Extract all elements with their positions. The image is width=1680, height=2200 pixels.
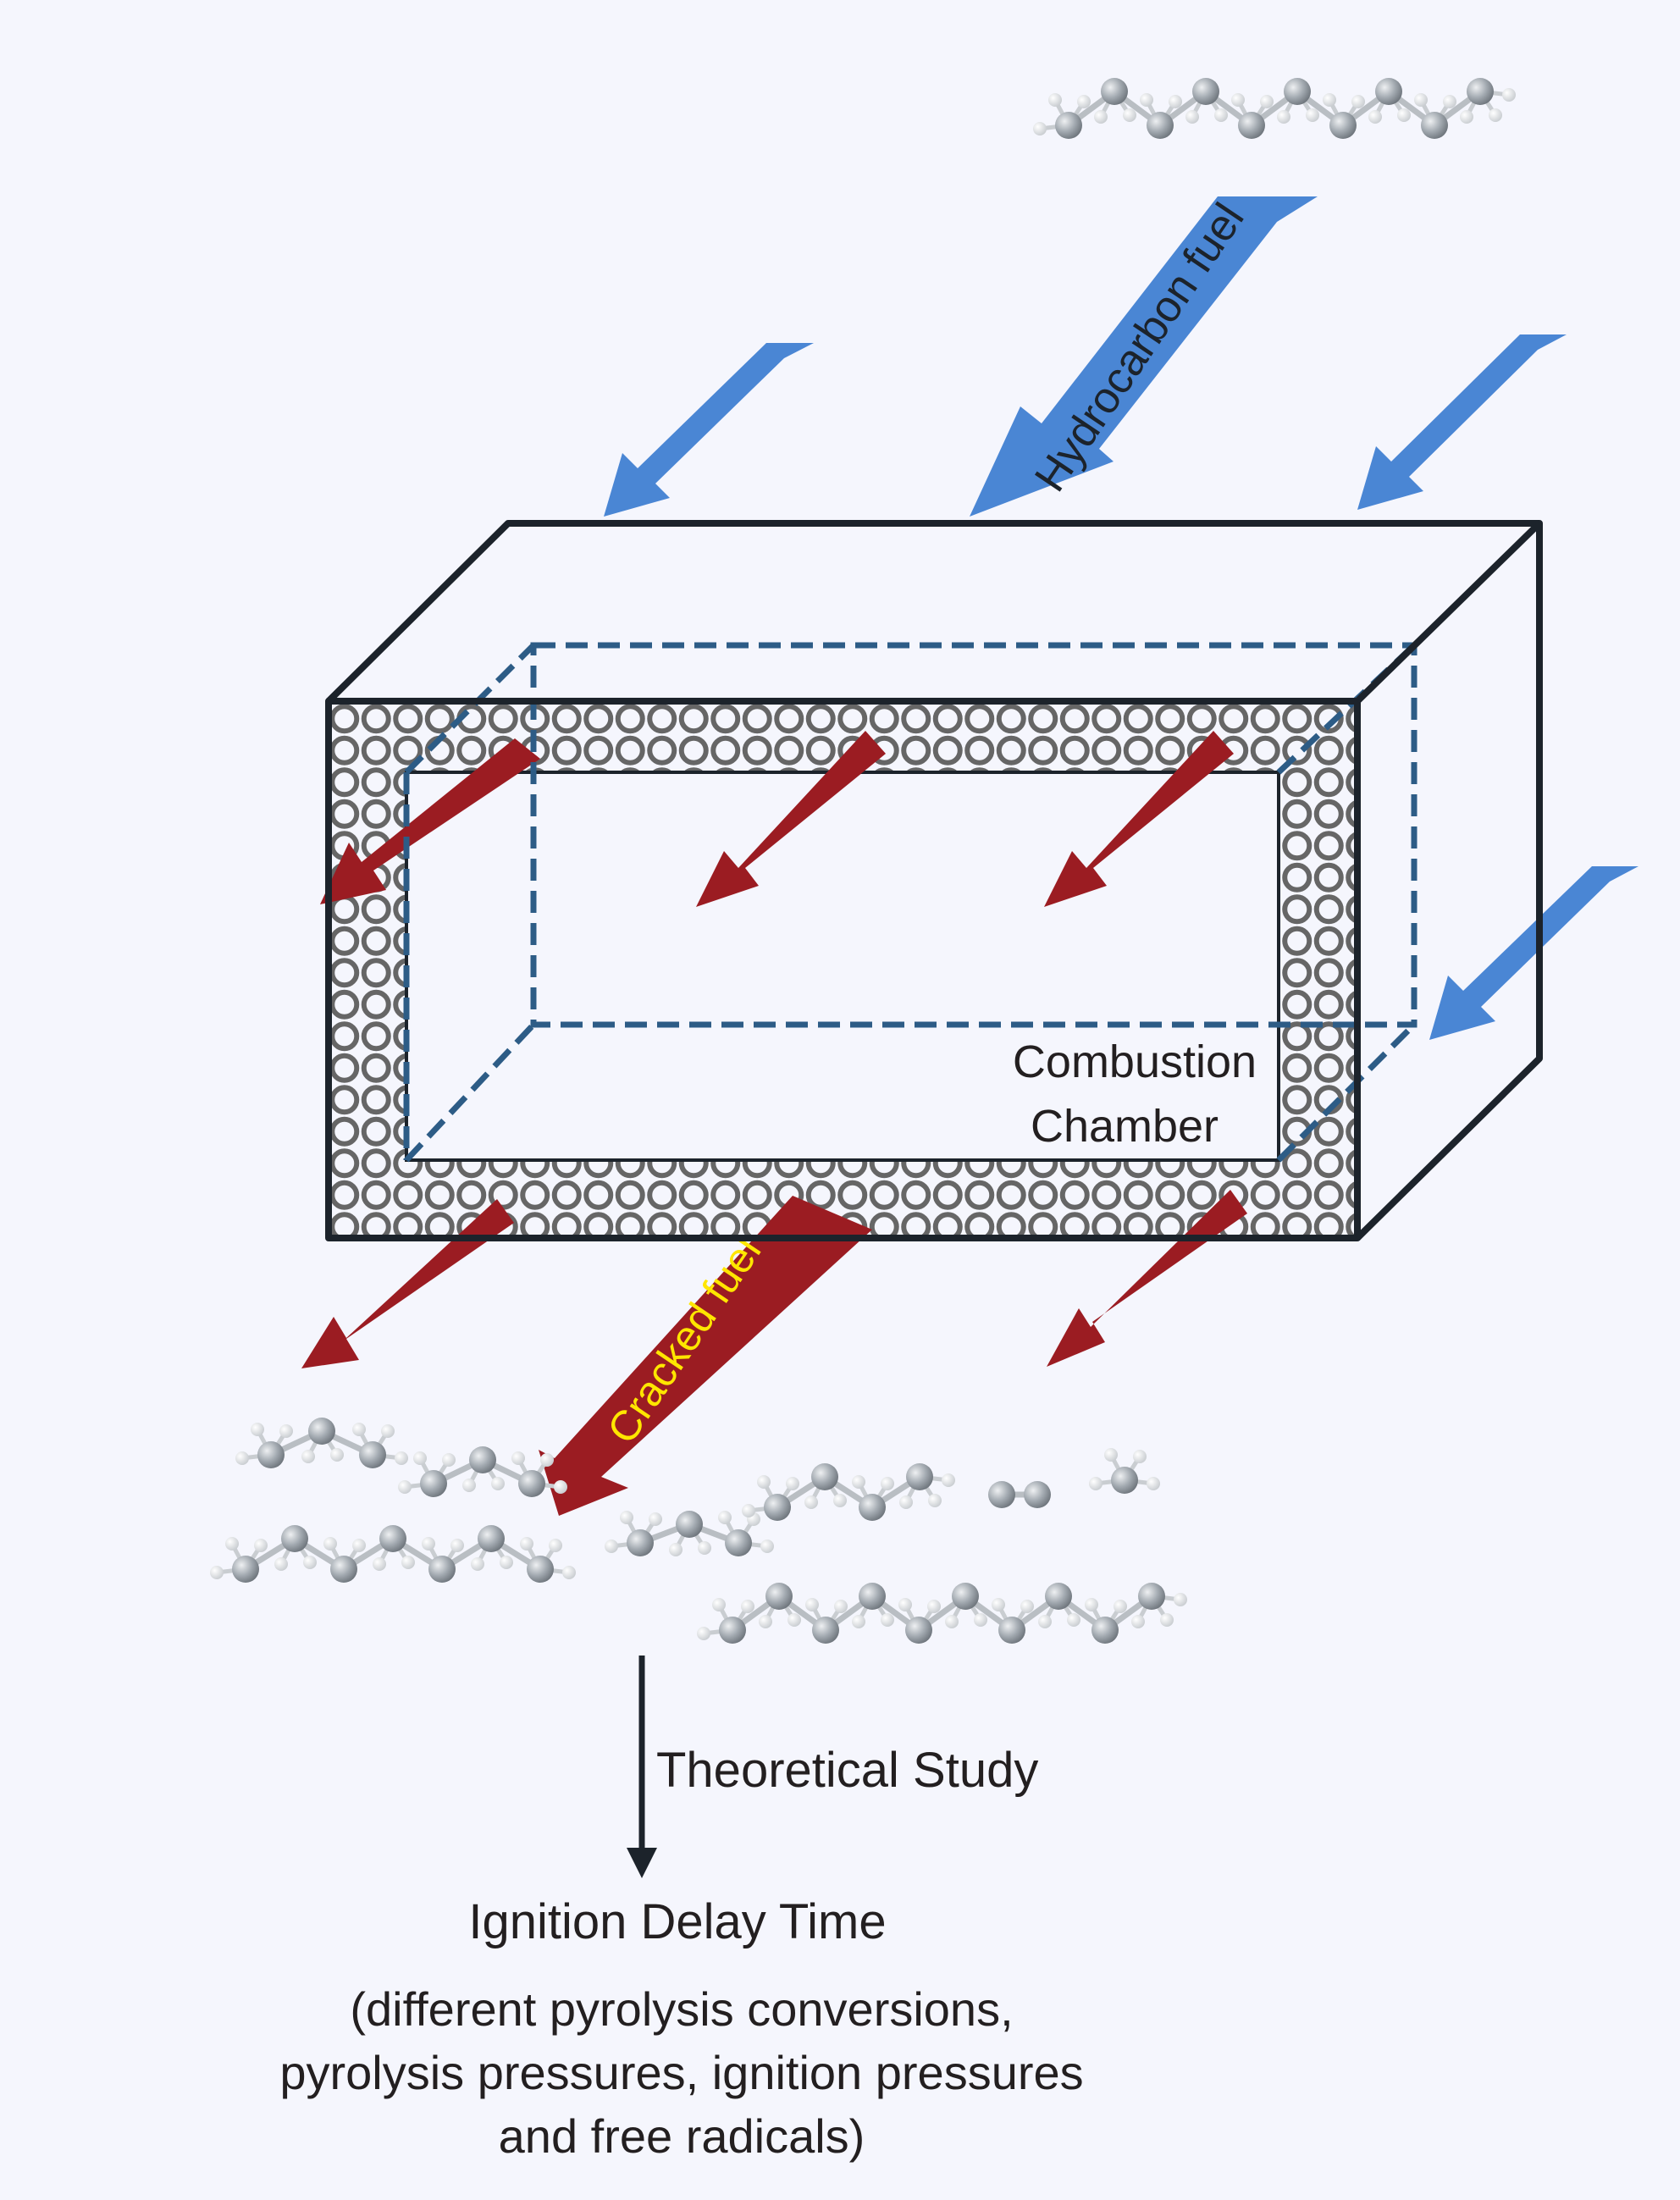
cracked-fragment-molecules-icon [210,1418,1187,1644]
inflow-arrow-1 [604,343,814,517]
inflow-arrow-main [970,196,1318,517]
outflow-arrow-1 [320,738,540,904]
theoretical-study-label: Theoretical Study [656,1743,1039,1798]
ignition-delay-time-label: Ignition Delay Time [468,1894,887,1949]
inflow-arrow-4 [1429,866,1639,1040]
arrow-down-icon [627,1656,657,1878]
conditions-line-2: pyrolysis pressures, ignition pressures [279,2046,1084,2099]
inflow-arrows [604,196,1639,1040]
conditions-line-1: (different pyrolysis conversions, [350,1982,1014,2036]
outflow-arrow-2 [696,731,886,907]
combustion-chamber-outline [403,642,1418,1163]
outflow-arrow-3 [1044,731,1234,907]
porous-wall [329,701,1357,1238]
conditions-line-3: and free radicals) [498,2109,865,2163]
outer-cooling-box [325,520,1543,1241]
alkane-chain-molecule-icon [1033,78,1516,139]
outflow-arrow-main [539,1196,872,1516]
outflow-arrows [301,731,1247,1516]
outflow-arrow-6 [1047,1190,1247,1367]
chamber-label-line1: Combustion [1013,1036,1257,1087]
inner-chamber-face [405,771,1280,1162]
chamber-label-line2: Chamber [1031,1101,1219,1152]
inflow-arrow-3 [1357,334,1567,510]
